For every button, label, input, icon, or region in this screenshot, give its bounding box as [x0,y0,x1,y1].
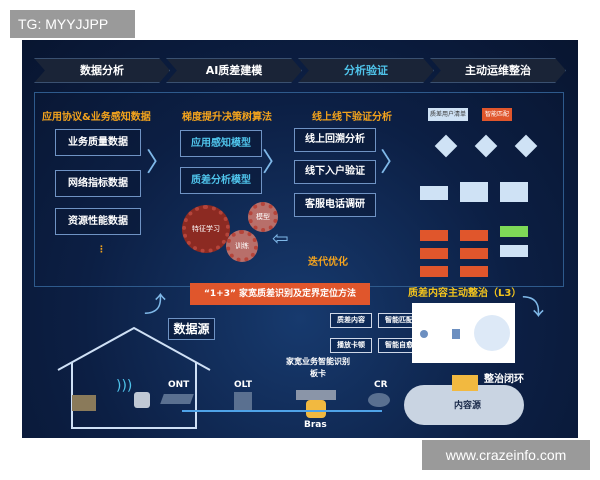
olt-label: OLT [234,380,253,390]
data-item: 资源性能数据 [55,208,141,235]
flow-decision [434,134,458,158]
ont-device-icon [160,394,194,404]
flow-box [500,226,528,237]
flow-box [460,266,488,277]
flowchart: 质差用户清单 智能匹配 [414,102,564,277]
flow-box [420,186,448,200]
model-item: 应用感知模型 [180,130,262,157]
flow-box [460,248,488,259]
verify-item: 线上回溯分析 [294,128,376,152]
gear-icon: 训练 [226,230,258,262]
house-outline [57,326,211,429]
flow-box [500,245,528,257]
content-server-icon [452,375,478,391]
flow-box [460,230,488,241]
verify-heading: 线上线下验证分析 [312,112,392,123]
action-box: 播放卡顿 [330,338,372,353]
flow-decision [514,134,538,158]
iteration-label: 迭代优化 [308,257,348,268]
action-box: 质差内容 [330,313,372,328]
gear-icon: 模型 [248,202,278,232]
flow-box [460,182,488,202]
network-link [182,410,382,412]
data-heading: 应用协议&业务感知数据 [42,112,151,123]
cr-device-icon [368,393,390,407]
data-item: 网络指标数据 [55,170,141,197]
topology-diagram [412,303,515,363]
bras-device-icon [306,400,326,418]
bras-label: Bras [304,420,327,430]
action-box: 智能匹配 [378,313,420,328]
server-icon [452,329,460,339]
flow-box [420,248,448,259]
arrow-left-icon: ⇦ [272,226,289,250]
wifi-icon: ))) [116,378,133,394]
card-device-icon [296,390,336,400]
infographic: 数据分析 AI质差建模 分析验证 主动运维整治 应用协议&业务感知数据 业务质量… [22,40,578,438]
arrow-right-icon: 〉 [380,148,407,178]
arrow-right-icon: 〉 [262,148,289,178]
data-item: 业务质量数据 [55,129,141,156]
olt-device-icon [234,392,252,412]
remediation-title: 质差内容主动整治（L3） [408,288,522,299]
model-item: 质差分析模型 [180,167,262,194]
flow-box [420,266,448,277]
watermark-bottom-right: www.crazeinfo.com [422,440,590,470]
flow-box [500,182,528,202]
method-banner: “1+3” 家宽质差识别及定界定位方法 [190,283,370,305]
ont-label: ONT [168,380,190,390]
flow-box: 智能匹配 [482,108,512,121]
router-icon [420,330,428,338]
arrow-right-icon: 〉 [146,148,173,178]
data-source-label: 数据源 [168,318,215,340]
verify-item: 线下入户验证 [294,160,376,184]
step-verification: 分析验证 [298,58,434,83]
flow-decision [474,134,498,158]
tv-icon [72,395,96,411]
card-label: 家宽业务智能识别板卡 [286,357,350,378]
cloud-icon [474,315,510,351]
model-heading: 梯度提升决策树算法 [182,112,272,123]
router-icon [134,392,150,408]
cr-label: CR [374,380,388,390]
cloud-icon [404,385,524,425]
content-source-label: 内容源 [454,401,482,411]
curved-arrow-icon: ⤴ [144,293,167,318]
flow-box: 质差用户清单 [428,108,468,121]
gear-icon: 特征学习 [182,205,230,253]
step-ai-modeling: AI质差建模 [166,58,302,83]
step-remediation: 主动运维整治 [430,58,566,83]
watermark-top-left: TG: MYYJJPP [10,10,135,38]
closed-loop-label: 整治闭环 [484,374,524,385]
flow-box [420,230,448,241]
step-data-analysis: 数据分析 [34,58,170,83]
verify-item: 客服电话调研 [294,193,376,217]
more-dots: ⋮ [97,245,106,255]
curved-arrow-icon: ⤵ [522,296,545,321]
